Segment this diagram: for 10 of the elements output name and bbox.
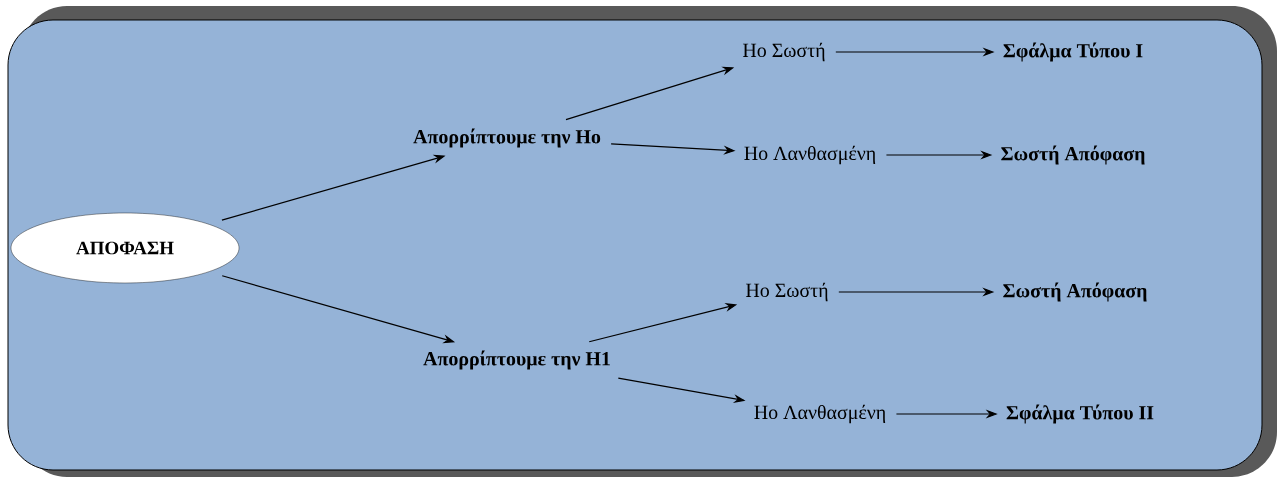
outcome-label: Απορρίπτουμε την Ηο (413, 128, 601, 148)
outcome-label: Σφάλμα Τύπου ΙΙ (1006, 404, 1154, 424)
outcome-label: Απορρίπτουμε την Η1 (423, 350, 610, 370)
outcome-label: Σωστή Απόφαση (1003, 282, 1147, 302)
outcome-label: Σφάλμα Τύπου Ι (1003, 42, 1143, 62)
condition-label: Ηο Σωστή (743, 42, 825, 62)
condition-label: Ηο Σωστή (746, 282, 828, 302)
condition-label: Ηο Λανθασμένη (744, 145, 876, 165)
outcome-label: Σωστή Απόφαση (1001, 145, 1145, 165)
condition-label: Ηο Λανθασμένη (754, 404, 886, 424)
